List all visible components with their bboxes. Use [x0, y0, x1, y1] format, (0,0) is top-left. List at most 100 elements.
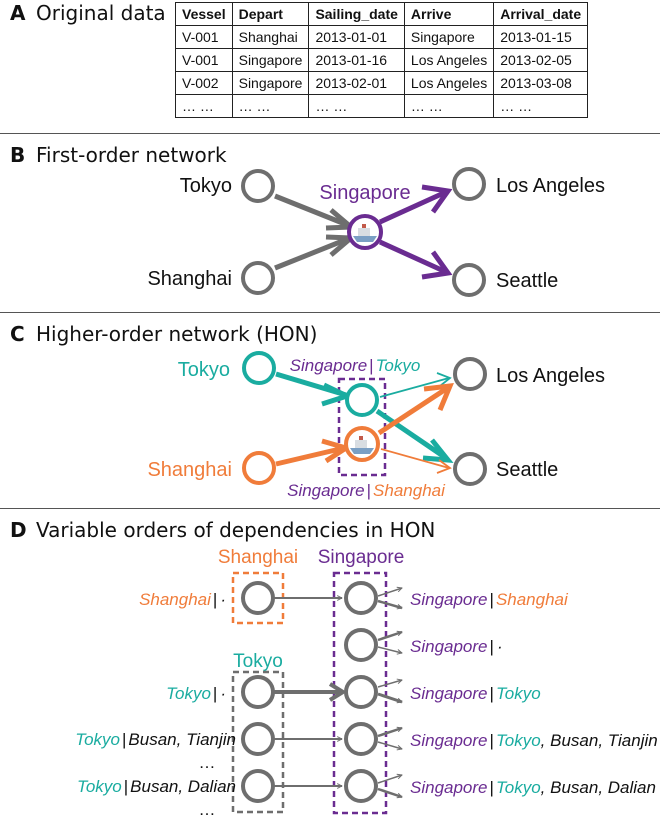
edge	[377, 632, 402, 642]
edge-singapore-tokyo-losangeles	[379, 377, 450, 398]
panel-d-title: Variable orders of dependencies in HON	[36, 518, 436, 542]
edge	[377, 680, 402, 688]
node-singapore-tokyo-busan-tianjin	[344, 722, 378, 756]
node-tokyo-busan-dalian	[241, 769, 275, 803]
edge-shanghai-singapore	[274, 235, 351, 271]
node-tokyo	[241, 169, 275, 203]
group-label-tokyo: Tokyo	[233, 651, 283, 672]
table-cell: V-001	[175, 48, 233, 72]
arrowhead	[421, 250, 453, 280]
left-label-tokyo-busan-dalian: Tokyo|Busan, Dalian	[77, 777, 236, 796]
node-los-angeles	[452, 167, 486, 201]
left-label-tokyo: Tokyo|·	[166, 684, 226, 703]
arrowhead	[321, 382, 354, 407]
right-label-singapore-tokyo: Singapore|Tokyo	[410, 684, 541, 703]
panel-d-letter: D	[10, 518, 27, 542]
right-label-singapore-tokyo-busan-dalian: Singapore|Tokyo, Busan, Dalian	[410, 778, 656, 797]
table-cell: 2013-02-05	[493, 48, 589, 72]
first-order-network: Tokyo Shanghai Singapore Los Angeles Sea…	[147, 167, 605, 297]
arrowhead	[422, 438, 454, 463]
left-label-tokyo-busan-tianjin: Tokyo|Busan, Tianjin	[75, 730, 236, 749]
table-cell: … …	[493, 94, 589, 118]
table-cell: Singapore	[231, 48, 310, 72]
edge-singapore-seattle	[378, 239, 448, 275]
edge	[377, 775, 402, 784]
original-data-table: Vessel Depart Sailing_date Arrive Arriva…	[175, 2, 589, 118]
edge	[377, 787, 402, 797]
group-label-shanghai: Shanghai	[218, 547, 298, 568]
node-tokyo-busan-tianjin	[241, 722, 275, 756]
edge-singapore-shanghai-losangeles	[377, 384, 451, 436]
edge	[377, 741, 402, 749]
ship-icon	[353, 224, 377, 242]
panel-c-title: Higher-order network (HON)	[36, 322, 318, 346]
label-tokyo: Tokyo	[180, 175, 232, 197]
node-seattle	[453, 452, 487, 486]
ship-icon	[350, 436, 374, 454]
arrowhead	[328, 682, 347, 702]
node-tokyo-order1	[241, 675, 275, 709]
label-singapore: Singapore	[319, 182, 410, 204]
right-label-singapore-shanghai: Singapore|Shanghai	[410, 590, 569, 609]
label-seattle: Seattle	[496, 459, 558, 481]
node-singapore	[344, 628, 378, 662]
table-cell: … …	[308, 94, 405, 118]
edge	[377, 692, 402, 704]
table-cell: V-001	[175, 25, 233, 49]
arrowhead	[436, 372, 452, 387]
panel-a-title: Original data	[36, 1, 166, 25]
group-label-singapore: Singapore	[318, 547, 405, 568]
edge	[377, 646, 402, 653]
table-cell: … …	[175, 94, 233, 118]
divider-a-b	[0, 133, 660, 134]
edge-singapore-tokyo-seattle	[375, 408, 448, 461]
ellipsis: …	[199, 753, 216, 772]
edge-singapore-shanghai-seattle	[380, 448, 450, 469]
edge	[377, 728, 402, 738]
table-cell: Singapore	[231, 71, 310, 95]
table-cell: … …	[231, 94, 310, 118]
table-header-row: Vessel Depart Sailing_date Arrive Arriva…	[175, 2, 589, 26]
table-cell: Shanghai	[231, 25, 310, 49]
table-cell: Singapore	[403, 25, 495, 49]
node-shanghai	[241, 261, 275, 295]
edge-shanghai-singapore-shanghai	[275, 445, 345, 467]
table-cell: 2013-01-16	[308, 48, 405, 72]
left-label-shanghai: Shanghai|·	[139, 590, 226, 609]
ellipsis: …	[199, 800, 216, 819]
edge-tokyo-singapore	[274, 193, 351, 229]
edge-singapore-losangeles	[378, 189, 448, 225]
table-cell: 2013-02-01	[308, 71, 405, 95]
node-seattle	[452, 263, 486, 297]
table-row: … … … … … … … … … …	[175, 94, 589, 118]
label-los-angeles: Los Angeles	[496, 175, 605, 197]
label-los-angeles: Los Angeles	[496, 365, 605, 387]
variable-order-dependencies: Shanghai Tokyo Singapore	[75, 547, 657, 819]
node-tokyo	[242, 351, 276, 385]
node-singapore-tokyo-busan-dalian	[344, 769, 378, 803]
table-cell: … …	[403, 94, 495, 118]
label-shanghai: Shanghai	[147, 268, 232, 290]
edge	[377, 588, 402, 597]
node-singapore-given-tokyo	[345, 383, 379, 417]
panel-b-title: First-order network	[36, 143, 227, 167]
right-label-singapore-tokyo-busan-tianjin: Singapore|Tokyo, Busan, Tianjin	[410, 731, 658, 750]
label-tokyo: Tokyo	[178, 359, 230, 381]
node-singapore-shanghai	[344, 581, 378, 615]
label-singapore-given-tokyo: Singapore|Tokyo	[290, 356, 421, 375]
divider-b-c	[0, 312, 660, 313]
node-shanghai	[242, 451, 276, 485]
label-shanghai: Shanghai	[147, 459, 232, 481]
higher-order-network: Tokyo Shanghai Los Angeles Seattle Singa…	[147, 351, 605, 500]
arrowhead	[423, 383, 454, 411]
arrowhead	[421, 184, 453, 214]
divider-c-d	[0, 508, 660, 509]
node-singapore-tokyo	[344, 675, 378, 709]
panel-b-letter: B	[10, 143, 26, 167]
table-row: V-001 Shanghai 2013-01-01 Singapore 2013…	[175, 25, 589, 49]
label-singapore-given-shanghai: Singapore|Shanghai	[287, 481, 446, 500]
panel-a-letter: A	[10, 1, 26, 25]
label-seattle: Seattle	[496, 270, 558, 292]
column-header: Arrive	[403, 2, 495, 26]
